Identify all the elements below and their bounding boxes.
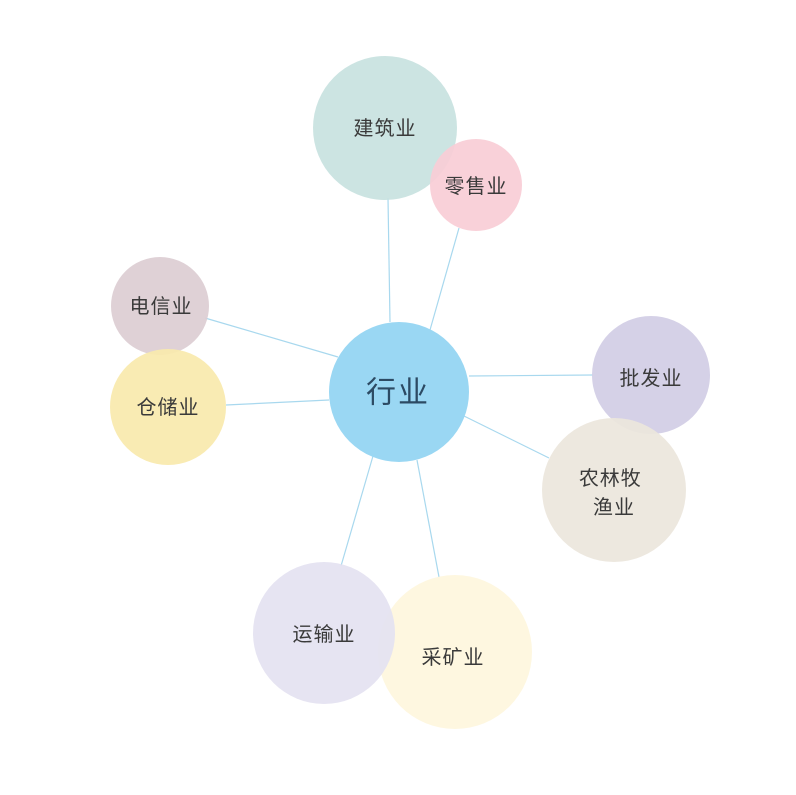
node-construction[interactable] — [313, 56, 457, 200]
node-wholesale[interactable] — [592, 316, 710, 434]
link-agriculture — [463, 415, 550, 459]
node-mining[interactable] — [378, 575, 532, 729]
link-retail — [429, 227, 460, 331]
node-label-warehousing-line-1: 仓储业 — [137, 395, 200, 419]
node-label-transport: 运输业 — [293, 622, 356, 646]
link-warehousing — [225, 399, 330, 406]
node-retail[interactable] — [430, 139, 522, 231]
link-transport — [340, 455, 374, 567]
node-label-construction-line-1: 建筑业 — [354, 116, 417, 140]
link-mining — [416, 459, 440, 578]
node-label-mining: 采矿业 — [422, 645, 485, 669]
node-agriculture[interactable] — [542, 418, 686, 562]
node-label-mining-line-1: 采矿业 — [422, 645, 485, 669]
node-label-telecom: 电信业 — [130, 294, 193, 318]
node-label-wholesale-line-1: 批发业 — [620, 366, 683, 390]
node-label-retail-line-1: 零售业 — [445, 174, 508, 198]
links — [204, 197, 594, 578]
node-telecom[interactable] — [111, 257, 209, 355]
node-label-warehousing: 仓储业 — [137, 395, 200, 419]
center-label: 行业 — [366, 376, 430, 411]
node-warehousing[interactable] — [110, 349, 226, 465]
node-label-agriculture: 农林牧 渔业 — [579, 466, 649, 519]
nodes: 建筑业 零售业 电信业 仓储业 批发业 — [110, 56, 710, 729]
node-label-telecom-line-1: 电信业 — [130, 294, 193, 318]
link-wholesale — [468, 374, 594, 377]
node-label-transport-line-1: 运输业 — [293, 622, 356, 646]
node-label-agriculture-line-2: 渔业 — [593, 495, 635, 519]
node-label-agriculture-line-1: 农林牧 — [579, 466, 642, 490]
center-node[interactable] — [329, 322, 469, 462]
node-label-retail: 零售业 — [445, 174, 508, 198]
node-transport[interactable] — [253, 562, 395, 704]
link-telecom — [204, 317, 339, 358]
node-label-wholesale: 批发业 — [620, 366, 683, 390]
link-construction — [387, 197, 391, 323]
node-label-construction: 建筑业 — [354, 116, 417, 140]
